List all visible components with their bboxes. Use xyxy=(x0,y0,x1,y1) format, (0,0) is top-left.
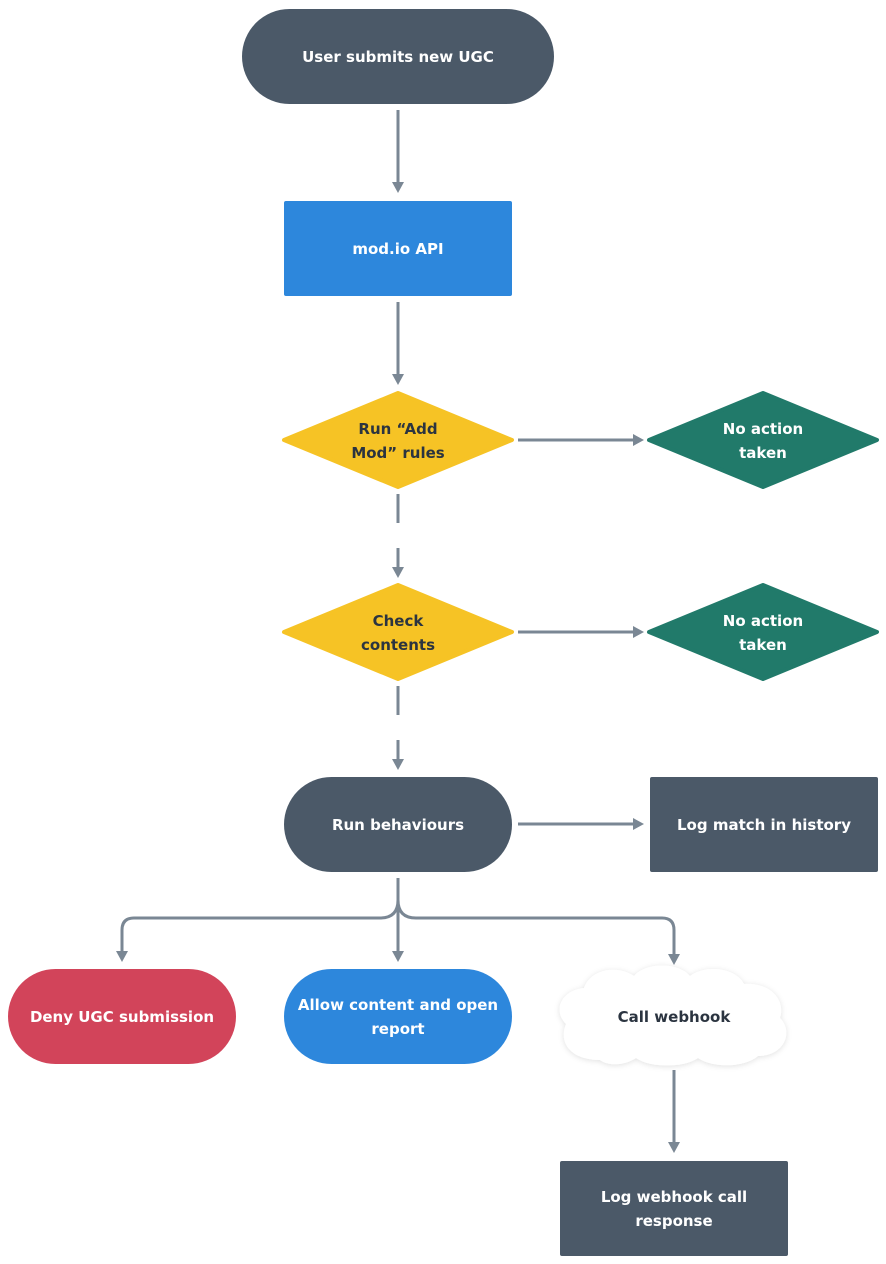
node-label: Deny UGC submission xyxy=(30,1008,214,1026)
edge-add-mod-rules-to-check-contents xyxy=(392,494,404,578)
terminal-shape xyxy=(242,9,554,104)
connectors xyxy=(116,110,680,1153)
node-run-behaviours: Run behaviours xyxy=(284,777,512,872)
label-line: contents xyxy=(361,636,435,654)
label-line: taken xyxy=(739,444,787,462)
label-line: mod.io API xyxy=(352,240,443,258)
node-no-action-taken-1: No action taken xyxy=(647,391,879,489)
node-mod-io-api: mod.io API xyxy=(284,201,512,296)
edge-run-behaviours-to-log-match xyxy=(518,818,644,830)
label-line: Call webhook xyxy=(618,1008,732,1026)
node-user-submits: User submits new UGC xyxy=(242,9,554,104)
node-label: Allow content and open report xyxy=(298,996,498,1038)
label-line: Mod” rules xyxy=(351,444,444,462)
node-label: Log webhook call response xyxy=(601,1188,747,1230)
label-line: Run “Add xyxy=(358,420,437,438)
process-shape xyxy=(284,201,512,296)
node-call-webhook: Call webhook xyxy=(559,965,787,1066)
process-shape xyxy=(560,1161,788,1256)
edge-check-contents-to-no-action xyxy=(518,626,644,638)
label-line: Log webhook call xyxy=(601,1188,747,1206)
label-line: Deny UGC submission xyxy=(30,1008,214,1026)
node-label: No action taken xyxy=(723,420,803,462)
label-line: response xyxy=(635,1212,712,1230)
label-line: Log match in history xyxy=(677,816,851,834)
terminal-shape xyxy=(284,969,512,1064)
node-label: Log match in history xyxy=(677,816,851,834)
node-label: Call webhook xyxy=(618,1008,732,1026)
edge-start-to-api xyxy=(392,110,404,193)
decision-shape xyxy=(282,583,514,681)
decision-shape xyxy=(647,391,879,489)
edge-run-behaviours-branches xyxy=(116,878,680,965)
decision-shape xyxy=(282,391,514,489)
edge-api-to-add-mod-rules xyxy=(392,302,404,385)
node-label: User submits new UGC xyxy=(302,48,494,66)
node-label: No action taken xyxy=(723,612,803,654)
node-allow-content-open-report: Allow content and open report xyxy=(284,969,512,1064)
terminal-shape xyxy=(284,777,512,872)
node-log-webhook-call-response: Log webhook call response xyxy=(560,1161,788,1256)
label-line: No action xyxy=(723,612,803,630)
edge-webhook-to-log-webhook xyxy=(668,1070,680,1153)
node-label: Run behaviours xyxy=(332,816,464,834)
label-line: Run behaviours xyxy=(332,816,464,834)
label-line: User submits new UGC xyxy=(302,48,494,66)
process-shape xyxy=(650,777,878,872)
label-line: Check xyxy=(373,612,425,630)
cloud-shape xyxy=(559,965,787,1066)
label-line: report xyxy=(371,1020,424,1038)
node-no-action-taken-2: No action taken xyxy=(647,583,879,681)
terminal-shape xyxy=(8,969,236,1064)
label-line: Allow content and open xyxy=(298,996,498,1014)
label-line: taken xyxy=(739,636,787,654)
node-log-match-in-history: Log match in history xyxy=(650,777,878,872)
edge-add-mod-rules-to-no-action xyxy=(518,434,644,446)
node-check-contents: Check contents xyxy=(282,583,514,681)
node-label: mod.io API xyxy=(352,240,443,258)
label-line: No action xyxy=(723,420,803,438)
node-label: Check contents xyxy=(361,612,435,654)
node-deny-ugc-submission: Deny UGC submission xyxy=(8,969,236,1064)
decision-shape xyxy=(647,583,879,681)
edge-check-contents-to-run-behaviours xyxy=(392,686,404,770)
